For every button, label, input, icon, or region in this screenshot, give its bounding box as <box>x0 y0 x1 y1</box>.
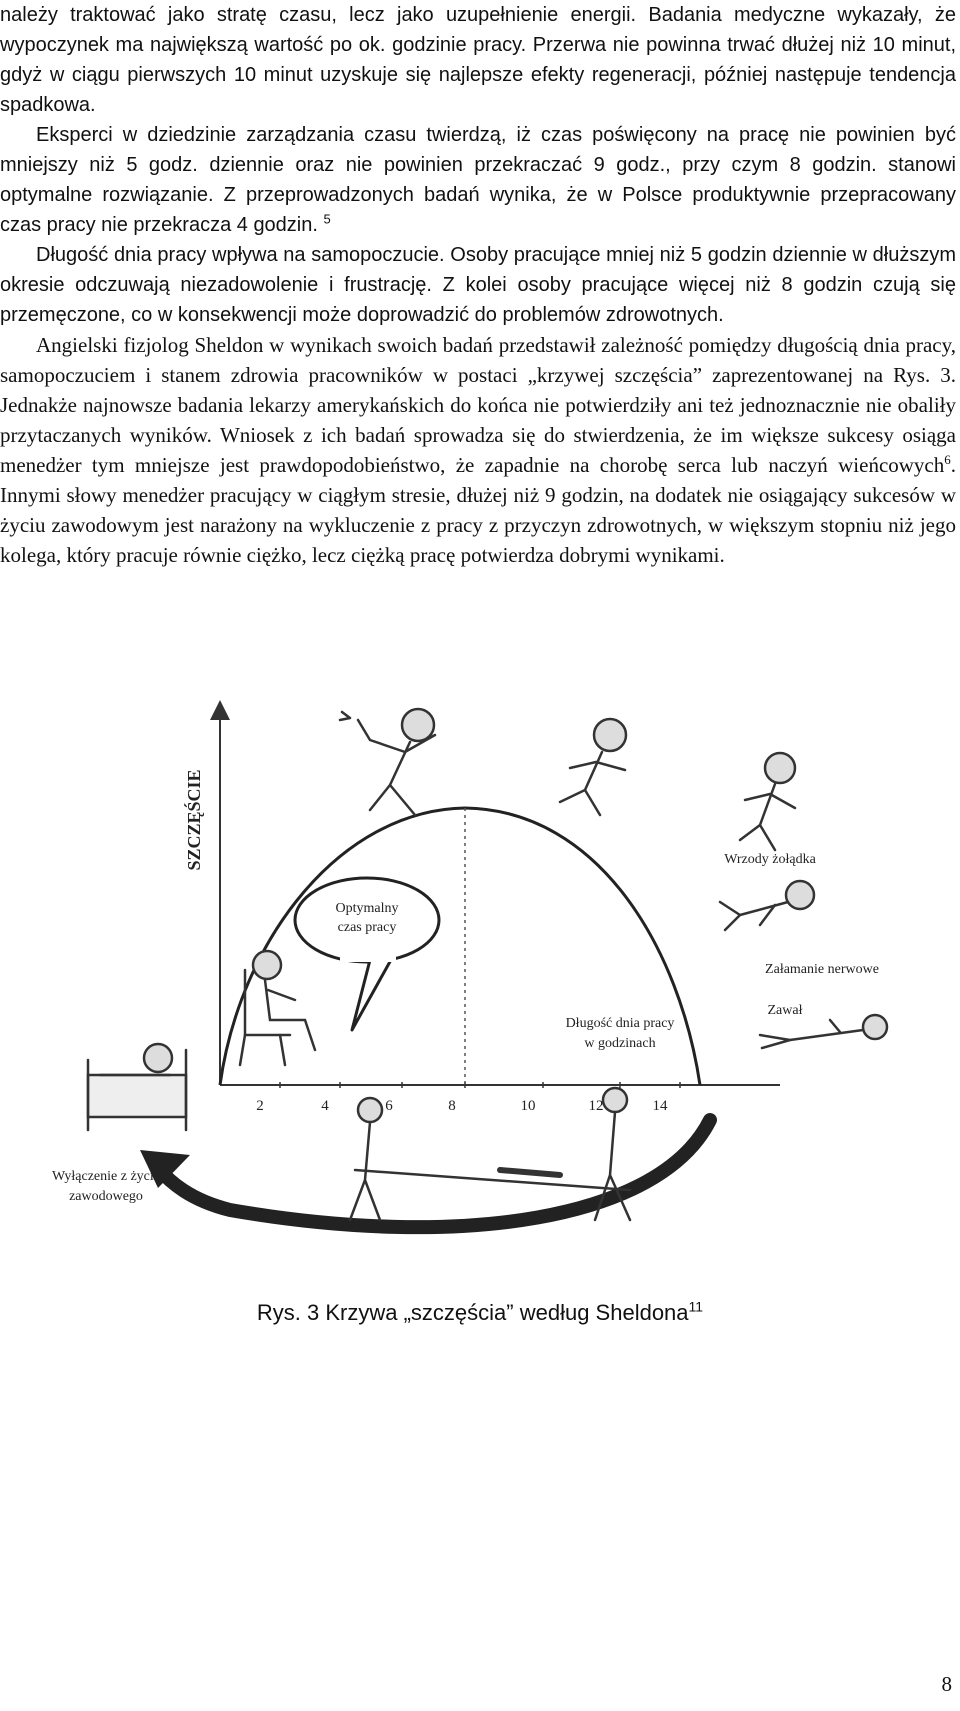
paragraph-3: Długość dnia pracy wpływa na samopoczuci… <box>0 240 956 330</box>
bubble-line-2: czas pracy <box>338 920 397 935</box>
footnote-ref-5: 5 <box>323 211 331 227</box>
x-tick-10: 10 <box>521 1098 536 1114</box>
label-stomach-ulcers: Wrzody żołądka <box>724 852 816 867</box>
collapsing-person-figure <box>718 879 816 932</box>
figure-caption: Rys. 3 Krzywa „szczęścia” według Sheldon… <box>0 1300 960 1326</box>
caption-footnote-ref: 11 <box>688 1298 704 1315</box>
x-tick-labels: 2 4 6 8 10 12 14 <box>256 1098 668 1114</box>
optimal-time-bubble: Optymalny czas pracy <box>293 876 441 1032</box>
paragraph-1-text: należy traktować jako stratę czasu, lecz… <box>0 4 956 116</box>
label-nervous-breakdown: Załamanie nerwowe <box>765 962 879 977</box>
paragraph-4: Angielski fizjolog Sheldon w wynikach sw… <box>0 330 956 570</box>
label-exclusion-line-2: zawodowego <box>69 1189 143 1204</box>
page-number: 8 <box>941 1672 953 1696</box>
label-heart-attack: Zawał <box>768 1003 803 1018</box>
figure-illustration: SZCZĘŚCIE 2 4 6 8 10 12 14 Optymalny cza… <box>52 700 889 1235</box>
return-arrow-head <box>140 1150 190 1188</box>
paragraph-4-text-b: . Innymi słowy menedżer pracujący w ciąg… <box>0 453 956 567</box>
jumping-person-figure <box>338 707 437 817</box>
person-in-bed-figure <box>86 1042 188 1132</box>
x-tick-8: 8 <box>448 1098 456 1114</box>
relaxed-person-figure <box>238 949 317 1067</box>
bubble-line-1: Optymalny <box>336 901 399 916</box>
footnote-ref-6: 6 <box>944 452 951 467</box>
paragraph-4-text-a: Angielski fizjolog Sheldon w wynikach sw… <box>0 333 956 477</box>
x-tick-14: 14 <box>653 1098 669 1114</box>
caption-text: Rys. 3 Krzywa „szczęścia” według Sheldon… <box>256 1300 689 1325</box>
happiness-curve-figure: SZCZĘŚCIE 2 4 6 8 10 12 14 Optymalny cza… <box>40 690 920 1280</box>
x-axis-label-line-2: w godzinach <box>584 1036 655 1051</box>
lying-person-figure <box>758 1013 889 1050</box>
x-axis-label-line-1: Długość dnia pracy <box>566 1016 675 1031</box>
paragraph-3-text: Długość dnia pracy wpływa na samopoczuci… <box>0 244 956 326</box>
stretcher-bearers-figure <box>348 1086 632 1222</box>
stressed-person-figure <box>738 751 797 852</box>
x-tick-12: 12 <box>589 1098 604 1114</box>
paragraph-2-text: Eksperci w dziedzinie zarządzania czasu … <box>0 124 956 236</box>
label-exclusion-line-1: Wyłączenie z życia <box>52 1169 161 1184</box>
body-text: należy traktować jako stratę czasu, lecz… <box>0 0 956 570</box>
paragraph-1: należy traktować jako stratę czasu, lecz… <box>0 0 956 120</box>
x-tick-4: 4 <box>321 1098 329 1114</box>
y-axis-label: SZCZĘŚCIE <box>183 769 204 870</box>
running-person-figure <box>558 717 628 817</box>
x-tick-2: 2 <box>256 1098 264 1114</box>
x-tick-6: 6 <box>385 1098 393 1114</box>
return-arrow <box>151 1113 717 1235</box>
paragraph-2: Eksperci w dziedzinie zarządzania czasu … <box>0 120 956 240</box>
